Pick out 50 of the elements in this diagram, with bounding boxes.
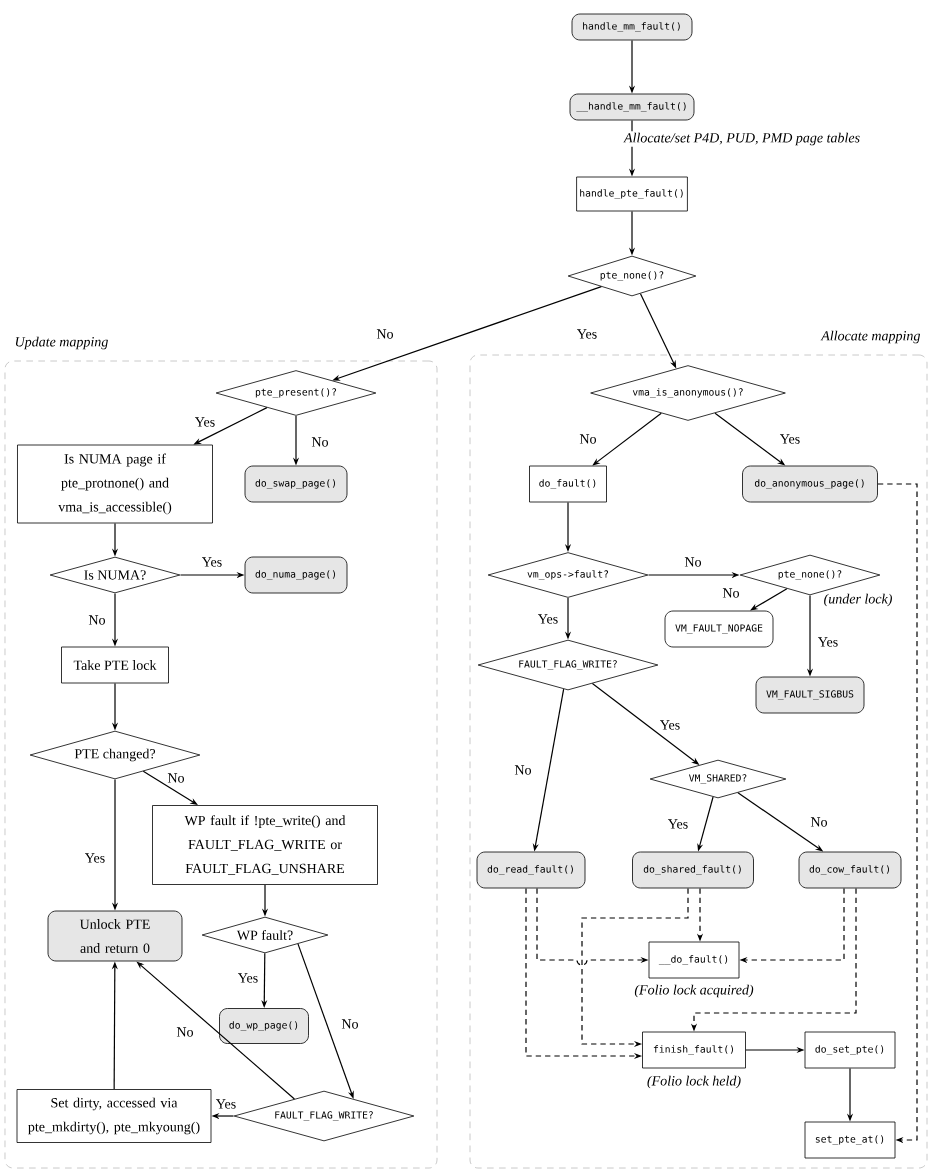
edge-label: Yes	[200, 556, 224, 568]
edge-label: Yes	[236, 972, 260, 984]
edge-label: No	[87, 614, 107, 626]
terminal-box: Unlock PTE and return 0	[47, 910, 183, 962]
edge-label: Yes	[666, 818, 690, 830]
terminal-box: VM_FAULT_NOPAGE	[664, 610, 774, 648]
edge-label: Yes	[658, 719, 682, 731]
process-box: set_pte_at()	[804, 1121, 896, 1159]
arrow	[877, 483, 918, 1144]
edge-label: Yes	[816, 636, 840, 648]
process-box: WP fault if !pte_write() and FAULT_FLAG_WRITE or FAULT_FLAG_UNSHARE	[152, 805, 378, 885]
edge-label: No	[175, 1026, 195, 1038]
edge-label: Yes	[575, 328, 599, 340]
terminal-box: do_wp_page()	[219, 1008, 309, 1044]
edge-label: Yes	[193, 416, 217, 428]
terminal-box: do_numa_page()	[244, 556, 348, 594]
process-box: __do_fault()	[648, 941, 740, 979]
group-heading: Allocate mapping	[820, 330, 920, 344]
terminal-box: do_swap_page()	[244, 465, 348, 503]
process-box: finish_fault()	[642, 1031, 746, 1069]
terminal-box: do_shared_fault()	[632, 851, 754, 889]
process-box: handle_pte_fault()	[576, 176, 688, 212]
terminal-box: VM_FAULT_SIGBUS	[755, 676, 865, 714]
edge-label: No	[513, 764, 533, 776]
process-box: Take PTE lock	[61, 646, 169, 684]
process-box: do_set_pte()	[804, 1031, 896, 1069]
edge-label: No	[310, 436, 330, 448]
edge-label: No	[578, 433, 598, 445]
node-note: (Folio lock acquired)	[634, 984, 754, 998]
edge-label: No	[375, 328, 395, 340]
terminal-box: do_anonymous_page()	[742, 465, 878, 503]
edge-label: No	[721, 587, 741, 599]
node-note: (under lock)	[824, 593, 892, 607]
process-box: Is NUMA page if pte_protnone() and vma_is_accessible()	[17, 444, 213, 524]
node-note: (Folio lock held)	[647, 1075, 741, 1089]
edge-label: Allocate/set P4D, PUD, PMD page tables	[622, 131, 862, 147]
terminal-box: do_cow_fault()	[798, 851, 902, 889]
edge-label: Yes	[536, 613, 560, 625]
edge-label: No	[809, 816, 829, 828]
edge-label: Yes	[778, 433, 802, 445]
process-box: Set dirty, accessed via pte_mkdirty(), pte_mkyoung()	[16, 1089, 212, 1143]
process-box: do_fault()	[529, 465, 607, 503]
edge-label: No	[683, 556, 703, 568]
edge-label: Yes	[83, 852, 107, 864]
group-heading: Update mapping	[15, 336, 108, 350]
arrow	[750, 588, 788, 611]
terminal-box: handle_mm_fault()	[571, 13, 693, 41]
terminal-box: do_read_fault()	[476, 851, 586, 889]
edge-label: No	[340, 1018, 360, 1030]
terminal-box: __handle_mm_fault()	[569, 93, 695, 121]
